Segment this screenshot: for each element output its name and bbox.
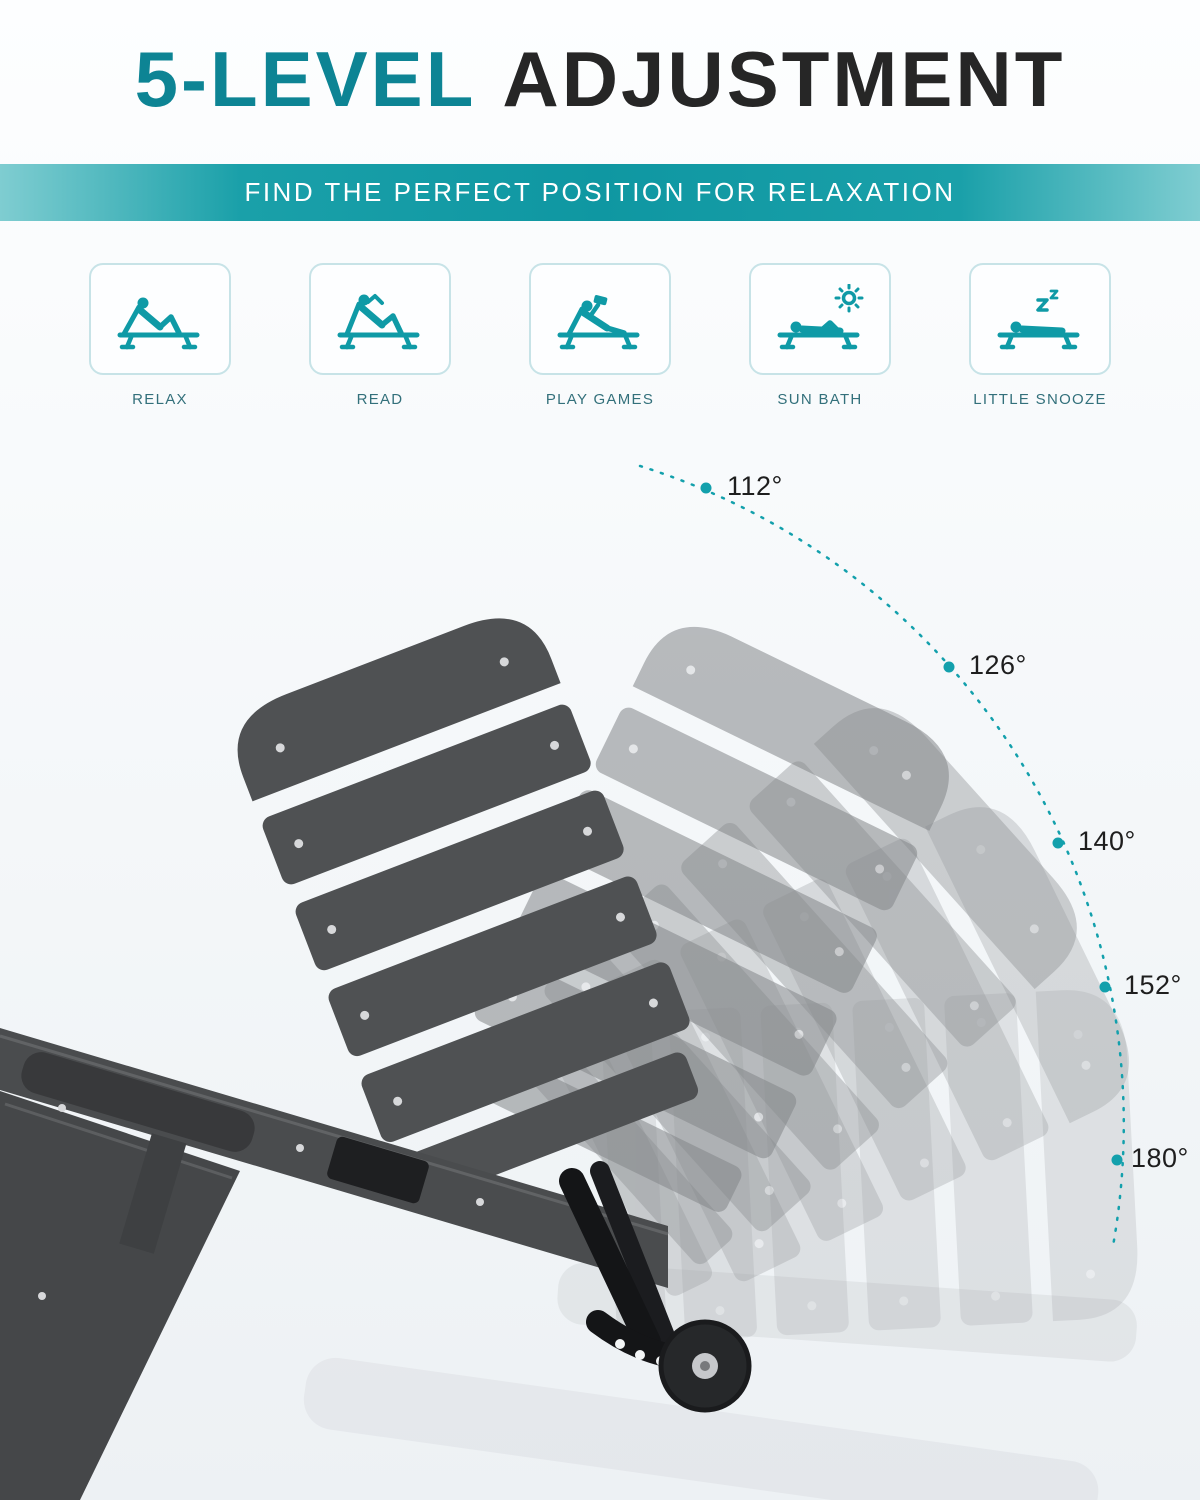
angle-dot [1052,837,1064,849]
wheel [658,1319,752,1413]
angle-dot [1099,981,1111,993]
relax-lounger-icon [117,297,200,350]
read-lounger-icon [337,294,420,350]
feature-label: PLAY GAMES [545,391,655,408]
feature-label: RELAX [132,391,188,408]
feature-card [529,263,671,375]
feature-little-snooze: LITTLE SNOOZE [969,263,1111,408]
subtitle-text: FIND THE PERFECT POSITION FOR RELAXATION [244,177,956,207]
header: 5-LEVEL ADJUSTMENT [0,0,1200,118]
armrest [21,1052,255,1254]
sun-bath-lounger-icon [777,284,864,350]
page-title: 5-LEVEL ADJUSTMENT [0,40,1200,118]
front-frame [0,1091,240,1500]
angle-label-126: 126° [969,650,1027,680]
title-rest: ADJUSTMENT [502,35,1066,123]
title-highlight: 5-LEVEL [134,35,477,123]
little-snooze-lounger-icon [997,289,1080,350]
angle-label-180: 180° [1131,1143,1189,1173]
feature-sun-bath: SUN BATH [749,263,891,408]
feature-card [749,263,891,375]
adjustment-arc [638,464,1125,1248]
recline-diagram: 112° 126° 140° 152° 180° [0,436,1200,1500]
angle-dot [943,661,955,673]
chair-illustration [0,464,1149,1500]
angle-dot [700,482,712,494]
feature-play-games: PLAY GAMES [529,263,671,408]
feature-label: LITTLE SNOOZE [973,391,1107,408]
feature-label: SUN BATH [777,391,863,408]
angle-dot [1111,1154,1123,1166]
feature-row: RELAX READ [0,263,1200,408]
feature-read: READ [309,263,451,408]
angle-label-152: 152° [1124,970,1182,1000]
feature-card [309,263,451,375]
subtitle-banner: FIND THE PERFECT POSITION FOR RELAXATION [0,164,1200,221]
angle-label-140: 140° [1078,826,1136,856]
angle-label-112: 112° [727,471,783,501]
play-games-lounger-icon [557,295,640,350]
feature-label: READ [356,391,404,408]
feature-relax: RELAX [89,263,231,408]
feature-card [89,263,231,375]
feature-card [969,263,1111,375]
